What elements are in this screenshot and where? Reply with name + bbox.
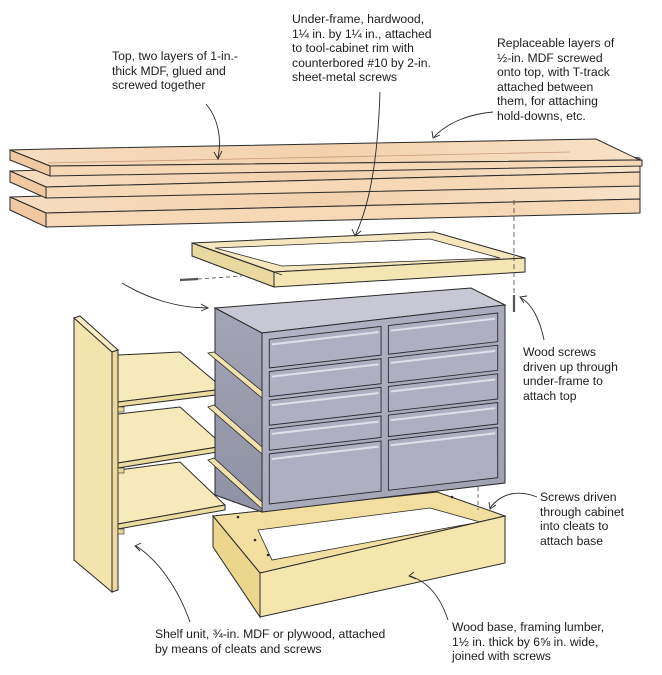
drawer-handle (271, 391, 379, 407)
callout-wood-base: Wood base, framing lumber, 1½ in. thick … (452, 620, 605, 664)
drawer-front (387, 312, 499, 355)
callout-under-frame: Under-frame, hardwood, 1¼ in. by 1¼ in.,… (292, 12, 432, 85)
callout-top: Top, two layers of 1-in.- thick MDF, glu… (112, 49, 238, 93)
arrow-screwsbase (489, 492, 538, 509)
arrowhead-cabinet (200, 303, 210, 312)
callout-replaceable-layers: Replaceable layers of ½-in. MDF screwed … (497, 36, 615, 123)
drawer-bank (268, 312, 499, 505)
drawer-handle (390, 317, 496, 332)
shelf-1 (117, 351, 226, 408)
arrowhead-shelf (134, 542, 142, 552)
screw-horizontal (179, 275, 243, 282)
arrow-top (205, 103, 220, 159)
arrowhead-woodscrews (519, 295, 528, 304)
shelf-2 (117, 406, 226, 469)
drawer-handle (390, 349, 496, 364)
arrowhead-top (213, 150, 223, 160)
arrowhead-layers (431, 130, 441, 139)
arrow-underframe (354, 91, 381, 237)
arrow-woodscrews (520, 297, 545, 341)
tool-cabinet (207, 287, 507, 513)
drawer-handle (271, 420, 379, 435)
drawer-handle (271, 331, 379, 346)
drawer-front (268, 325, 382, 369)
arrow-cabinet (121, 282, 209, 309)
callout-screws-base: Screws driven through cabinet into cleat… (540, 490, 625, 548)
shelf-unit (73, 315, 227, 594)
arrowhead-base (408, 571, 417, 580)
drawer-handle (271, 445, 379, 460)
drawer-handle (271, 363, 379, 378)
callout-shelf-unit: Shelf unit, ¾-in. MDF or plywood, attach… (155, 627, 386, 656)
callout-wood-screws: Wood screws driven up through under-fram… (523, 345, 618, 403)
arrow-layers (433, 111, 494, 138)
t-track-line (47, 151, 571, 164)
drawer-handle (390, 378, 496, 393)
mdf-top-layers (9, 138, 643, 228)
arrowhead-screwsbase (488, 501, 497, 510)
arrow-shelf (135, 545, 191, 623)
drawer-handle (390, 432, 496, 447)
arrow-base (409, 575, 449, 621)
under-frame (179, 200, 526, 312)
shelf-3 (117, 461, 227, 530)
arrowhead-underframe (351, 228, 362, 237)
cabinet-cleats (207, 351, 263, 510)
drawer-handle (390, 407, 496, 422)
wood-base (212, 480, 507, 619)
mdf-layer-top (9, 138, 643, 177)
leader-lines (121, 91, 545, 623)
